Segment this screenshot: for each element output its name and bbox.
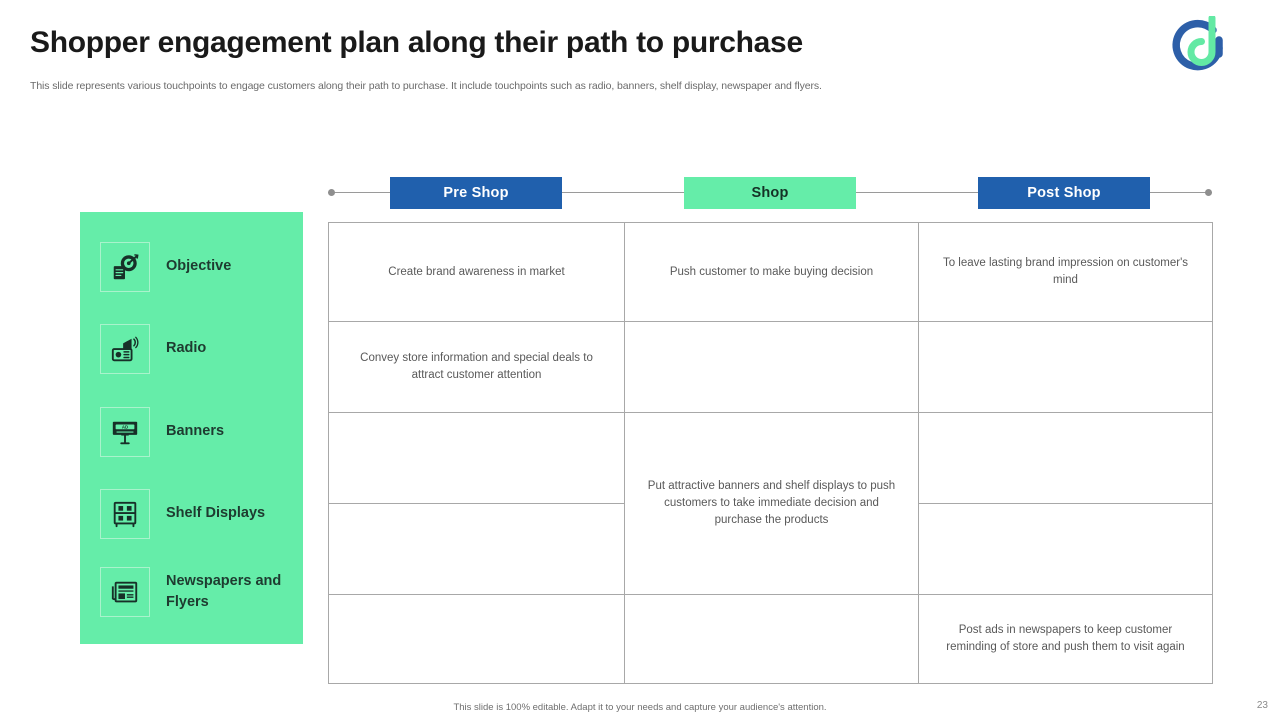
cell-objective-shop[interactable]: Push customer to make buying decision [624, 222, 919, 322]
category-label: Radio [166, 340, 207, 357]
page-title: Shopper engagement plan along their path… [30, 26, 803, 59]
cell-text: Convey store information and special dea… [360, 352, 593, 381]
radio-megaphone-icon [100, 324, 150, 374]
cell-newspapers-shop[interactable] [624, 594, 919, 684]
store-shelf-icon [100, 489, 150, 539]
phase-chip-shop[interactable]: Shop [684, 177, 856, 209]
cell-text: Create brand awareness in market [388, 265, 565, 278]
category-row-objective[interactable]: Objective [100, 242, 295, 292]
category-label: Objective [166, 258, 232, 275]
phase-chip-post-shop[interactable]: Post Shop [978, 177, 1150, 209]
timeline-end-dot [1205, 189, 1212, 196]
cell-radio-shop[interactable] [624, 321, 919, 413]
category-label: Newspapers and Flyers [166, 572, 282, 610]
cell-shelf-displays-pre-shop[interactable] [328, 503, 625, 595]
category-row-radio[interactable]: Radio [100, 324, 295, 374]
cell-newspapers-post-shop[interactable]: Post ads in newspapers to keep customer … [918, 594, 1213, 684]
timeline-start-dot [328, 189, 335, 196]
table-row: Put attractive banners and shelf display… [328, 412, 1213, 595]
page-subtitle: This slide represents various touchpoint… [30, 80, 822, 92]
cell-text: Post ads in newspapers to keep customer … [946, 624, 1185, 653]
editable-note: This slide is 100% editable. Adapt it to… [453, 702, 827, 713]
page-number: 23 [1256, 700, 1268, 711]
phase-timeline: Pre Shop Shop Post Shop [328, 177, 1212, 209]
cell-objective-pre-shop[interactable]: Create brand awareness in market [328, 222, 625, 322]
cell-shelf-displays-post-shop[interactable] [918, 503, 1213, 595]
svg-text:AD: AD [122, 425, 128, 430]
cell-banners-shelf-shop[interactable]: Put attractive banners and shelf display… [624, 412, 919, 595]
category-row-newspapers-and-flyers[interactable]: Newspapers and Flyers [100, 567, 295, 617]
newspaper-icon [100, 567, 150, 617]
category-row-banners[interactable]: AD Banners [100, 407, 295, 457]
target-checklist-icon [100, 242, 150, 292]
cell-text: Push customer to make buying decision [669, 265, 874, 278]
cell-radio-pre-shop[interactable]: Convey store information and special dea… [328, 321, 625, 413]
table-row: Create brand awareness in market Push cu… [328, 222, 1213, 322]
cell-text: Put attractive banners and shelf display… [647, 480, 896, 526]
billboard-ad-icon: AD [100, 407, 150, 457]
table-row [328, 503, 1213, 595]
phase-chip-pre-shop[interactable]: Pre Shop [390, 177, 562, 209]
category-label: Banners [166, 423, 225, 440]
category-row-shelf-displays[interactable]: Shelf Displays [100, 489, 295, 539]
cell-objective-post-shop[interactable]: To leave lasting brand impression on cus… [918, 222, 1213, 322]
cell-banners-post-shop[interactable] [918, 412, 1213, 504]
cell-text: To leave lasting brand impression on cus… [942, 257, 1189, 286]
table-row: Convey store information and special dea… [328, 321, 1213, 413]
cell-banners-pre-shop[interactable] [328, 412, 625, 504]
company-logo [1164, 14, 1238, 80]
table-row: Post ads in newspapers to keep customer … [328, 594, 1213, 684]
engagement-matrix: Create brand awareness in market Push cu… [328, 222, 1213, 684]
category-panel: Objective Radio AD [80, 212, 303, 644]
cell-radio-post-shop[interactable] [918, 321, 1213, 413]
cell-newspapers-pre-shop[interactable] [328, 594, 625, 684]
category-label: Shelf Displays [166, 505, 266, 522]
